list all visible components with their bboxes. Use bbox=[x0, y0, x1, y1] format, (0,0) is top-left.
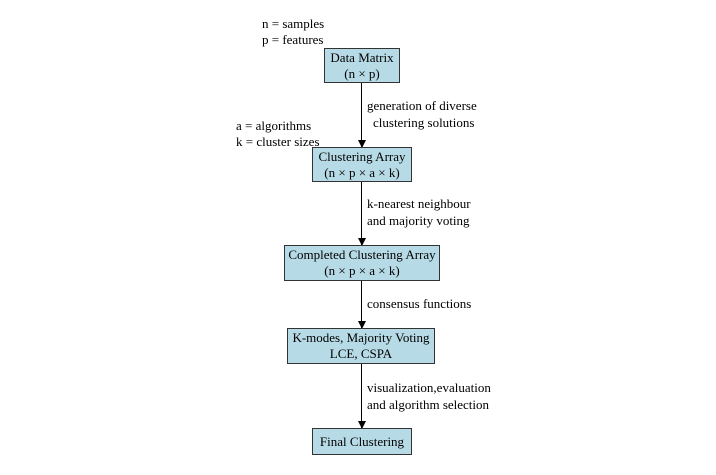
arrow-3-label: consensus functions bbox=[367, 295, 471, 312]
arrow-2 bbox=[357, 182, 366, 246]
arrow-2-head-icon bbox=[357, 238, 366, 246]
box-data-matrix: Data Matrix (n × p) bbox=[324, 48, 400, 83]
box-consensus-methods: K-modes, Majority Voting LCE, CSPA bbox=[287, 328, 435, 364]
arrow-4-head-icon bbox=[357, 421, 366, 429]
box-final-clustering: Final Clustering bbox=[312, 428, 412, 455]
arrow-2-label-line1: k-nearest neighbour bbox=[367, 196, 471, 211]
box-completed-clustering-array-title: Completed Clustering Array bbox=[288, 247, 436, 262]
arrow-3-head-icon bbox=[357, 321, 366, 329]
note-line-samples: n = samples bbox=[262, 16, 325, 31]
box-consensus-methods-line2: LCE, CSPA bbox=[329, 346, 393, 361]
box-completed-clustering-array-dims: (n × p × a × k) bbox=[324, 263, 400, 278]
arrow-1-label: generation of diverse clustering solutio… bbox=[367, 97, 477, 131]
box-completed-clustering-array: Completed Clustering Array (n × p × a × … bbox=[284, 245, 440, 281]
box-data-matrix-title: Data Matrix bbox=[330, 49, 394, 65]
note-line-features: p = features bbox=[262, 32, 324, 47]
box-clustering-array-title: Clustering Array bbox=[318, 148, 406, 164]
arrow-4 bbox=[357, 364, 366, 429]
arrow-3-label-line1: consensus functions bbox=[367, 296, 472, 311]
arrow-2-label-line2: and majority voting bbox=[367, 213, 470, 228]
box-clustering-array: Clustering Array (n × p × a × k) bbox=[312, 147, 412, 182]
box-data-matrix-dims: (n × p) bbox=[344, 65, 380, 81]
note-line-algorithms: a = algorithms bbox=[236, 118, 312, 133]
arrow-1-label-line2: clustering solutions bbox=[373, 115, 475, 130]
arrow-1-label-line1: generation of diverse bbox=[367, 98, 477, 113]
box-clustering-array-dims: (n × p × a × k) bbox=[324, 164, 400, 180]
arrow-3 bbox=[357, 281, 366, 329]
note-samples-features: n = samples p = features bbox=[262, 16, 324, 48]
note-line-cluster-sizes: k = cluster sizes bbox=[236, 134, 320, 149]
arrow-4-label: visualization,evaluation and algorithm s… bbox=[367, 379, 491, 413]
arrow-4-label-line2: and algorithm selection bbox=[367, 397, 490, 412]
arrow-2-label: k-nearest neighbour and majority voting bbox=[367, 195, 471, 229]
note-algorithms-clusters: a = algorithms k = cluster sizes bbox=[236, 118, 320, 150]
arrow-1-head-icon bbox=[357, 140, 366, 148]
box-consensus-methods-line1: K-modes, Majority Voting bbox=[292, 330, 430, 345]
arrow-1 bbox=[357, 83, 366, 148]
arrow-4-label-line1: visualization,evaluation bbox=[367, 380, 491, 395]
box-final-clustering-title: Final Clustering bbox=[319, 433, 405, 449]
